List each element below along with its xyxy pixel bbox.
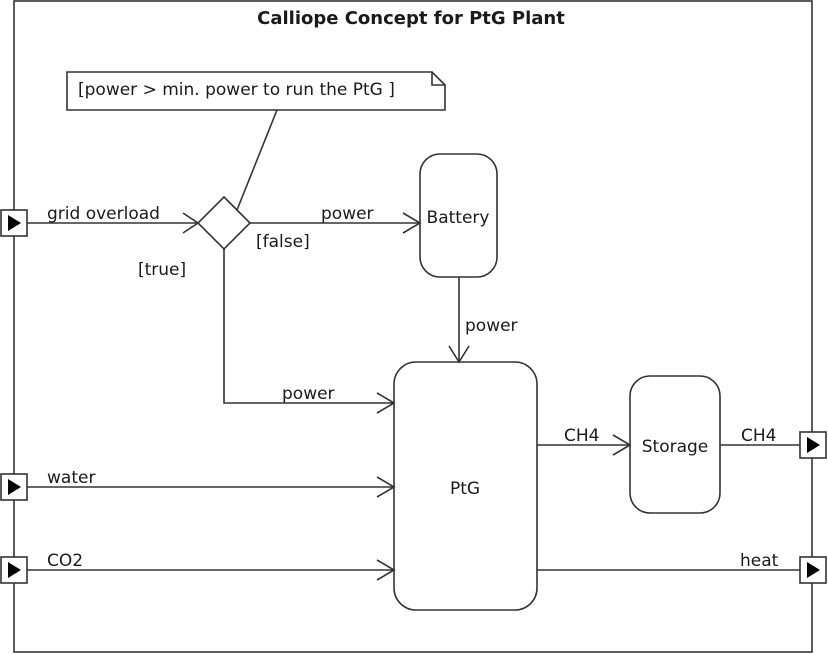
input-pin-co2[interactable] <box>0 556 28 584</box>
guard-note[interactable]: [power > min. power to run the PtG ] <box>66 71 446 111</box>
flow-co2[interactable] <box>27 559 396 581</box>
storage-label: Storage <box>642 437 709 457</box>
input-pin-water[interactable] <box>0 473 28 501</box>
flow-label-co2: CO2 <box>47 551 83 571</box>
flow-label-battery-to-ptg: power <box>465 316 518 336</box>
pin-arrow-icon <box>807 437 820 453</box>
flow-grid-overload[interactable] <box>27 212 200 234</box>
pin-arrow-icon <box>8 215 21 231</box>
flow-label-water: water <box>47 468 95 488</box>
diagram-title: Calliope Concept for PtG Plant <box>257 8 565 29</box>
flow-battery-to-ptg[interactable] <box>448 277 470 364</box>
flow-ptg-to-storage[interactable] <box>537 434 632 456</box>
guard-true-label: [true] <box>138 260 186 280</box>
flow-label-ch4-out: CH4 <box>741 426 776 446</box>
battery-label: Battery <box>427 208 490 228</box>
flow-label-decision-to-ptg: power <box>282 384 335 404</box>
flow-label-ptg-to-storage: CH4 <box>564 426 599 446</box>
guard-note-text: [power > min. power to run the PtG ] <box>78 80 395 100</box>
decision-node[interactable] <box>196 195 252 251</box>
output-pin-ch4[interactable] <box>799 431 827 459</box>
flow-label-heat: heat <box>740 551 779 571</box>
battery-node[interactable]: Battery <box>419 153 498 278</box>
flow-decision-to-ptg[interactable] <box>223 249 396 414</box>
flow-water[interactable] <box>27 476 396 498</box>
flow-label-grid-overload: grid overload <box>47 204 160 224</box>
flow-label-decision-to-battery: power <box>321 204 374 224</box>
flow-decision-to-battery[interactable] <box>250 212 422 234</box>
pin-arrow-icon <box>8 479 21 495</box>
pin-arrow-icon <box>807 562 820 578</box>
output-pin-heat[interactable] <box>799 556 827 584</box>
guard-false-label: [false] <box>256 232 310 252</box>
note-anchor-line <box>236 109 278 211</box>
input-pin-grid-overload[interactable] <box>0 209 28 237</box>
pin-arrow-icon <box>8 562 21 578</box>
storage-node[interactable]: Storage <box>629 375 721 514</box>
ptg-label: PtG <box>450 479 480 499</box>
ptg-node[interactable]: PtG <box>393 361 538 611</box>
diagram-frame <box>13 0 813 653</box>
